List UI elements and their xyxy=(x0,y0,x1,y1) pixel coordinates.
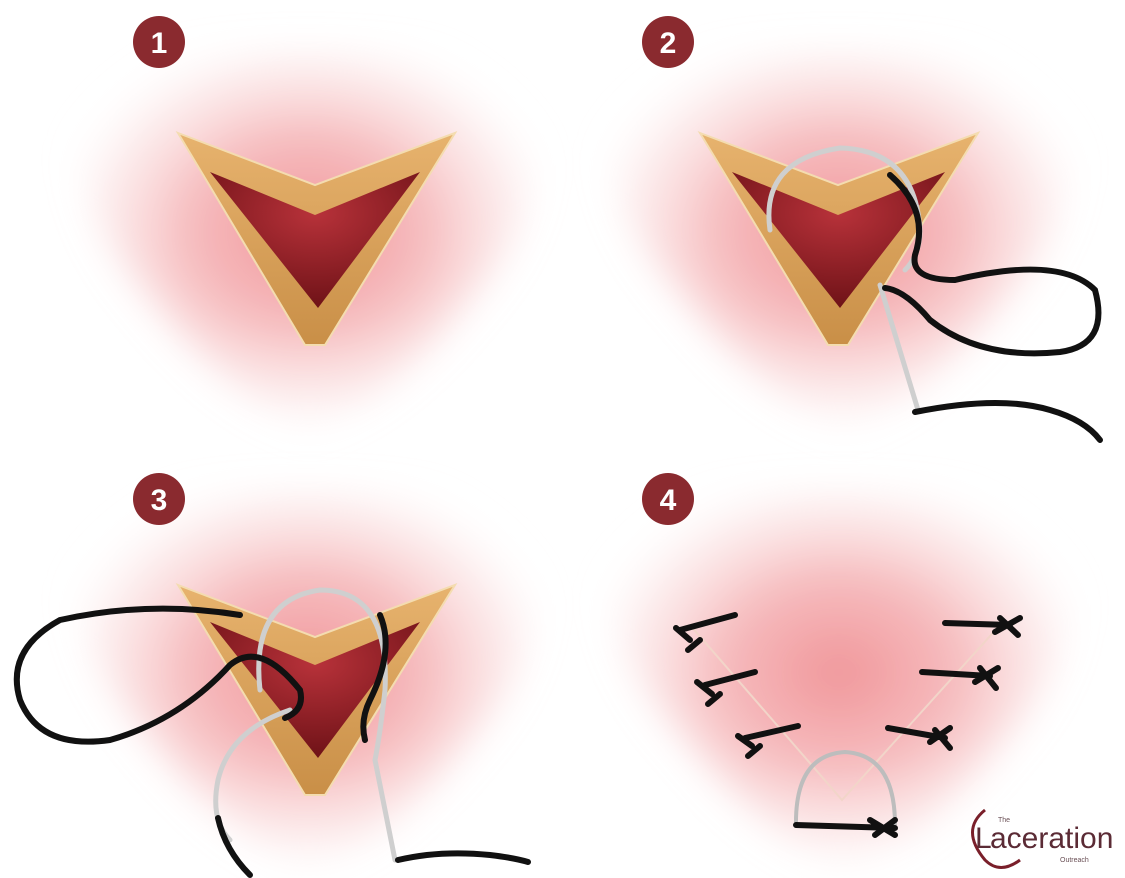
step-number-3: 3 xyxy=(151,484,168,517)
skin-glow xyxy=(599,490,1079,870)
suture-thread-icon xyxy=(398,853,528,862)
suture-thread-icon xyxy=(915,403,1100,440)
logo-icon: The L aceration Outreach xyxy=(973,810,1114,868)
panel-2: 2 xyxy=(599,16,1100,440)
panel-4: 4 xyxy=(599,473,1079,870)
step-number-4: 4 xyxy=(660,484,677,517)
number-badge-icon: 2 xyxy=(642,16,694,68)
logo-suffix: Outreach xyxy=(1060,857,1089,864)
number-badge-icon: 4 xyxy=(642,473,694,525)
panel-1: 1 xyxy=(69,16,544,430)
number-badge-icon: 1 xyxy=(133,16,185,68)
panel-3: 3 xyxy=(17,473,544,875)
number-badge-icon: 3 xyxy=(133,473,185,525)
step-number-2: 2 xyxy=(660,27,677,60)
logo-name: aceration xyxy=(990,822,1113,855)
step-number-1: 1 xyxy=(151,27,168,60)
